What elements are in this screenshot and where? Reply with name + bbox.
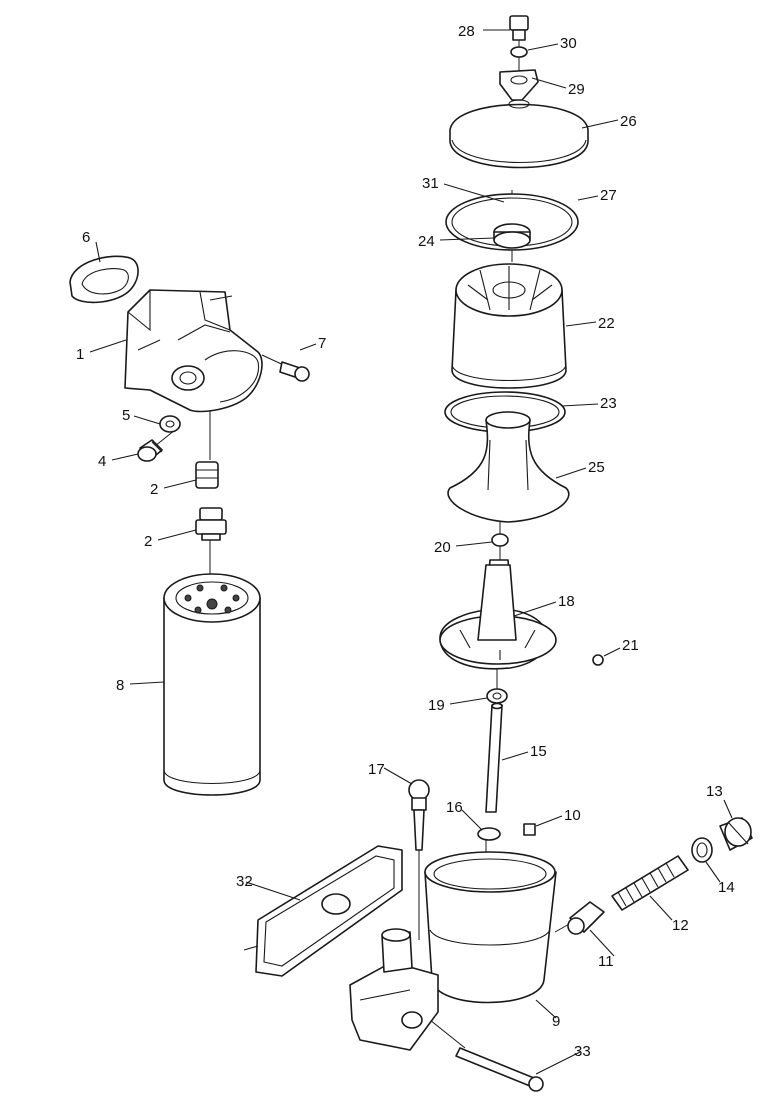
housing-9 [424, 851, 557, 1004]
callout-7: 7 [318, 335, 326, 352]
spring-12 [611, 855, 689, 911]
callout-15: 15 [530, 743, 547, 760]
callout-11: 11 [598, 953, 614, 970]
callout-14: 14 [718, 879, 735, 896]
cover-26 [449, 99, 589, 169]
plug-10 [523, 823, 536, 836]
callout-6: 6 [82, 229, 90, 246]
bolt-33 [455, 1047, 544, 1092]
callout-2-lower: 2 [144, 533, 152, 550]
plunger-17 [408, 779, 430, 851]
o-ring-14 [691, 837, 713, 863]
callout-31: 31 [422, 175, 439, 192]
callout-9: 9 [552, 1013, 560, 1030]
rotor-22 [451, 263, 567, 389]
bushing-20 [491, 533, 509, 547]
cover-plate-32 [243, 845, 403, 977]
bolt-7 [279, 361, 310, 382]
callout-1: 1 [76, 346, 84, 363]
nipple-2-upper [195, 461, 219, 489]
o-ring-27 [445, 193, 579, 251]
nut-24 [493, 223, 531, 249]
callout-5: 5 [122, 407, 130, 424]
callout-23: 23 [600, 395, 617, 412]
rotor-base-18 [439, 559, 557, 670]
callout-16: 16 [446, 799, 463, 816]
leader-lines [89, 29, 733, 1075]
piston-11 [567, 901, 605, 935]
callout-25: 25 [588, 459, 605, 476]
filter-head-1 [124, 289, 263, 413]
callout-17: 17 [368, 761, 385, 778]
callout-19: 19 [428, 697, 445, 714]
callout-21: 21 [622, 637, 639, 654]
nipple-2-lower [195, 507, 227, 541]
callout-28: 28 [458, 23, 475, 40]
callout-20: 20 [434, 539, 451, 556]
washer-30 [510, 46, 528, 58]
callout-22: 22 [598, 315, 615, 332]
callout-4: 4 [98, 453, 106, 470]
callout-10: 10 [564, 807, 581, 824]
callout-32: 32 [236, 873, 253, 890]
nut-28 [509, 15, 529, 41]
funnel-25 [447, 411, 570, 523]
callout-27: 27 [600, 187, 617, 204]
valve-body [349, 928, 439, 1051]
plug-4 [137, 439, 163, 462]
callout-33: 33 [574, 1043, 591, 1060]
callouts: 6 1 7 5 4 2 2 8 28 30 29 26 31 27 24 22 … [76, 23, 735, 1060]
callout-8: 8 [116, 677, 124, 694]
callout-29: 29 [568, 81, 585, 98]
filter-cartridge-8 [163, 573, 261, 796]
shaft-15 [485, 702, 503, 813]
callout-26: 26 [620, 113, 637, 130]
bracket-29 [499, 69, 539, 101]
callout-30: 30 [560, 35, 577, 52]
nut-19 [486, 688, 508, 704]
washer-16 [477, 827, 501, 841]
callout-18: 18 [558, 593, 575, 610]
plug-13 [719, 817, 753, 851]
callout-12: 12 [672, 917, 689, 934]
callout-13: 13 [706, 783, 723, 800]
gasket-6 [69, 255, 139, 304]
callout-24: 24 [418, 233, 435, 250]
washer-5 [159, 415, 181, 433]
callout-2-upper: 2 [150, 481, 158, 498]
screw-21 [592, 654, 604, 666]
